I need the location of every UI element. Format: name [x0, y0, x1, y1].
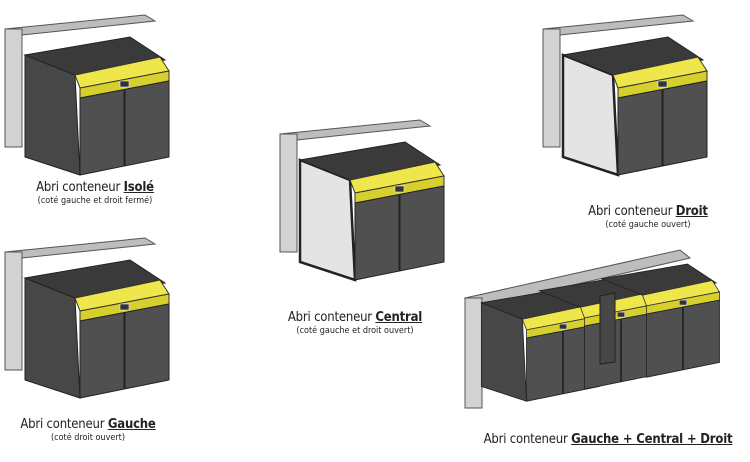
caption-isole: Abri conteneur Isolé (coté gauche et dro… [36, 180, 154, 206]
type-name: Central [375, 310, 423, 325]
shelter-droit [542, 14, 708, 177]
shelter-gauche [4, 237, 170, 399]
type-name: Droit [675, 204, 708, 219]
caption-gauche: Abri conteneur Gauche (coté droit ouvert… [20, 417, 156, 443]
type-name: Gauche + Central + Droit [571, 432, 733, 447]
shelter-isole [4, 14, 170, 176]
caption-droit: Abri conteneur Droit (coté gauche ouvert… [588, 204, 708, 230]
shelter-central [279, 119, 445, 282]
shelter-triple [463, 249, 721, 409]
type-name: Gauche [107, 417, 156, 432]
caption-central: Abri conteneur Central (coté gauche et d… [287, 310, 423, 336]
caption-triple: Abri conteneur Gauche + Central + Droit [483, 432, 733, 447]
type-name: Isolé [123, 180, 154, 195]
